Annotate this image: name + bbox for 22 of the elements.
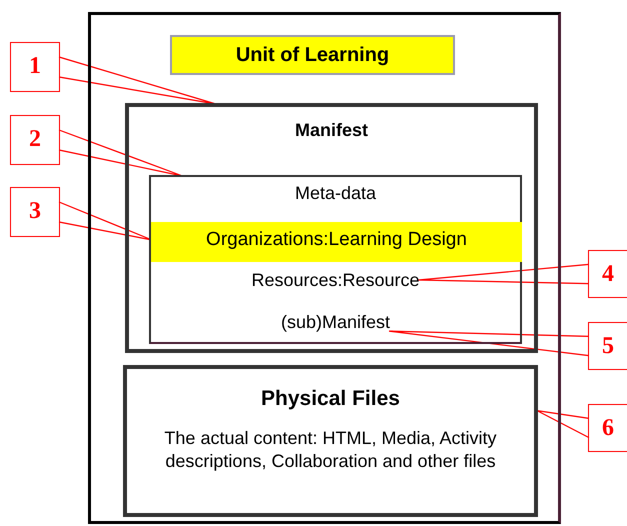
box-heading: Meta-data	[294, 182, 378, 205]
callout-number: 5	[588, 322, 627, 370]
leader-line	[58, 56, 216, 105]
leader-line	[536, 410, 590, 438]
row-label: Resources:Resource	[251, 267, 420, 293]
callout-number: 3	[10, 187, 60, 237]
box-heading: Physical Files	[260, 387, 401, 410]
inner-box	[149, 175, 522, 344]
callout-number: 6	[588, 404, 627, 452]
box-description: The actual content: HTML, Media, Activity descriptions, Collaboration and other files	[163, 427, 498, 473]
title-banner: Unit of Learning	[170, 35, 455, 75]
callout-number: 4	[588, 250, 627, 298]
row-label: (sub)Manifest	[280, 309, 390, 335]
manifest-box	[125, 103, 538, 353]
box-heading: Manifest	[294, 119, 369, 142]
callout-number: 1	[10, 42, 60, 92]
callout-number: 2	[10, 115, 60, 165]
leader-line	[58, 129, 184, 177]
files-box	[123, 365, 538, 517]
outer-frame	[88, 12, 561, 524]
leader-line	[418, 264, 590, 284]
highlighted-row: Organizations:Learning Design	[151, 222, 522, 262]
